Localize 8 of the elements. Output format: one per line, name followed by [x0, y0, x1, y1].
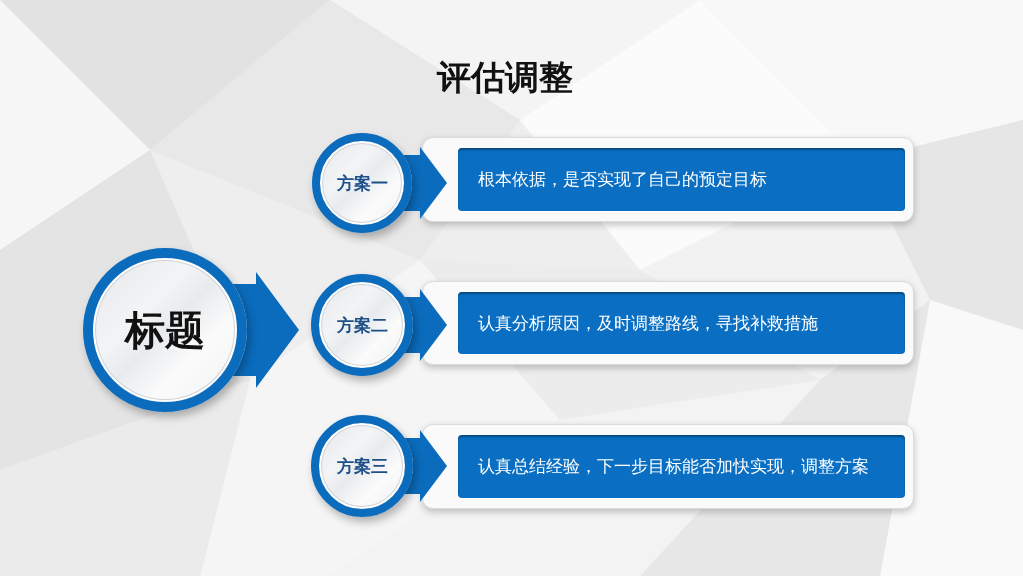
text-bar: 根本依据，是否实现了自己的预定目标	[458, 148, 905, 211]
arrow	[404, 289, 447, 361]
arrow	[232, 272, 299, 388]
title: 评估调整	[437, 56, 573, 99]
text-bar: 认真分析原因，及时调整路线，寻找补救措施	[458, 292, 905, 354]
text-bar: 认真总结经验，下一步目标能否加快实现，调整方案	[458, 435, 905, 498]
arrow	[404, 430, 447, 502]
arrow	[403, 147, 447, 219]
